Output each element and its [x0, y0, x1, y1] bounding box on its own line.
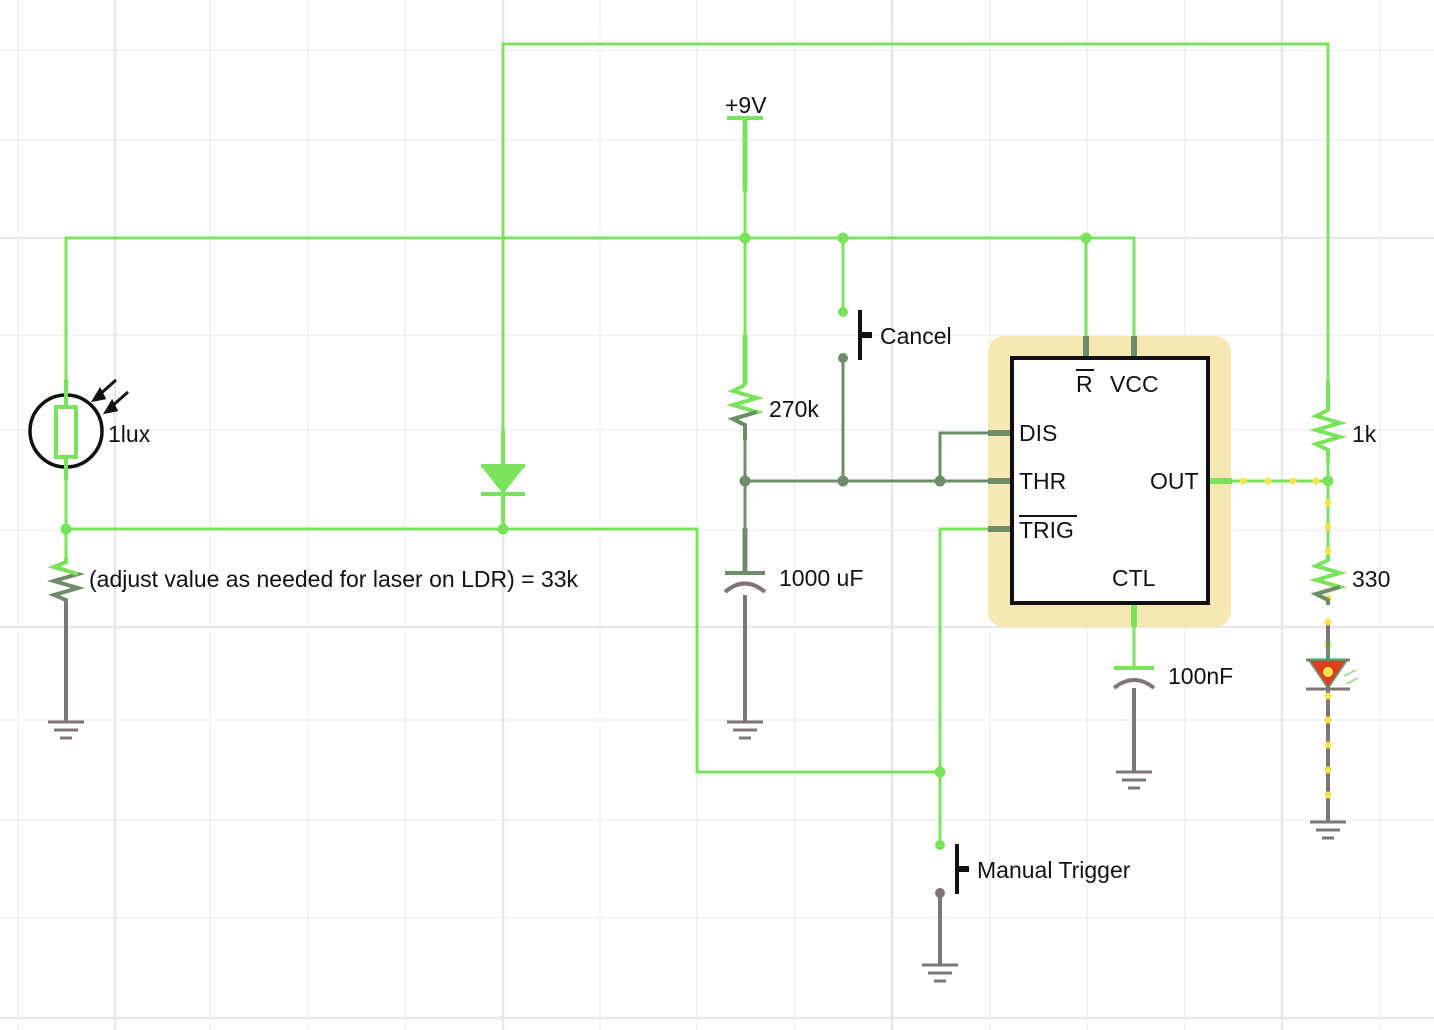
timing-capacitor-label: 1000 uF [779, 565, 863, 591]
cancel-switch[interactable]: Cancel [838, 307, 952, 363]
pin-thr: THR [1019, 468, 1066, 494]
ldr-resistor[interactable]: (adjust value as needed for laser on LDR… [46, 557, 579, 603]
supply-label: +9V [725, 92, 767, 118]
pin-dis: DIS [1019, 420, 1057, 446]
ctl-capacitor[interactable]: 100nF [1112, 663, 1233, 690]
wires-pins [988, 336, 1232, 627]
junctions [60, 232, 1334, 778]
resistor-1k[interactable]: 1k [1308, 380, 1377, 462]
supply-symbol[interactable]: +9V [725, 92, 767, 120]
ground-icon [48, 720, 84, 740]
current-dots [1239, 477, 1332, 799]
manual-trigger-label: Manual Trigger [977, 857, 1131, 883]
timing-resistor[interactable]: 270k [725, 335, 819, 440]
ground-icon [1116, 770, 1152, 790]
timing-resistor-label: 270k [769, 396, 819, 422]
led-glow-icon [1343, 669, 1359, 685]
diode-component[interactable] [481, 430, 525, 529]
ground-icon [1310, 820, 1346, 840]
pin-out: OUT [1150, 468, 1199, 494]
ldr-label: 1lux [108, 421, 151, 447]
ctl-capacitor-label: 100nF [1168, 663, 1233, 689]
pin-reset: R [1076, 371, 1093, 397]
manual-trigger-switch[interactable]: Manual Trigger [935, 840, 1131, 898]
light-arrows-icon [90, 378, 129, 415]
ground-symbols [48, 720, 1346, 983]
resistor-1k-label: 1k [1352, 421, 1377, 447]
cancel-label: Cancel [880, 323, 952, 349]
timing-capacitor[interactable]: 1000 uF [723, 528, 863, 594]
timer-555-chip[interactable]: R VCC DIS THR OUT TRIG CTL [1010, 356, 1210, 605]
ground-icon [727, 720, 763, 740]
led-component[interactable] [1306, 640, 1359, 691]
pin-ctl: CTL [1112, 565, 1156, 591]
resistor-330-label: 330 [1352, 566, 1390, 592]
ldr-component[interactable]: 1lux [28, 378, 151, 480]
ldr-resistor-label: (adjust value as needed for laser on LDR… [89, 566, 579, 592]
resistor-330[interactable]: 330 [1308, 555, 1390, 605]
ground-icon [922, 963, 958, 983]
pin-trig: TRIG [1019, 517, 1074, 543]
pin-vcc: VCC [1110, 371, 1159, 397]
